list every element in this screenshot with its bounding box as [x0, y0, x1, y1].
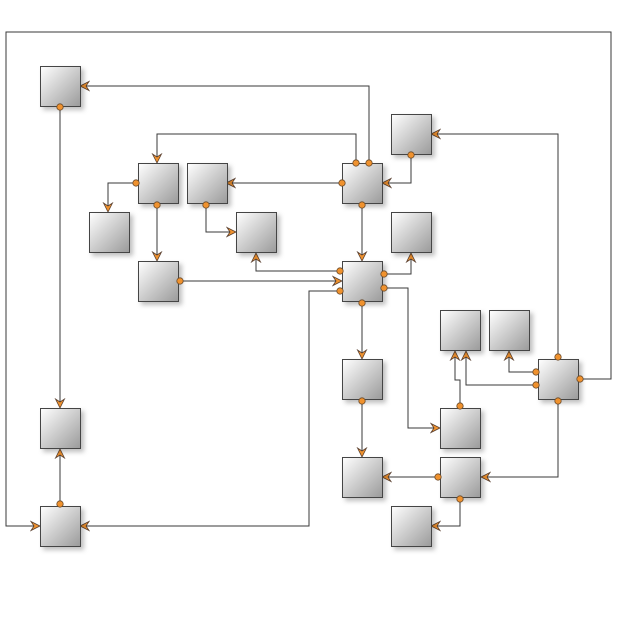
node-n3[interactable]: [187, 163, 228, 204]
port-n13[interactable]: [532, 368, 540, 376]
node-n12[interactable]: [489, 310, 530, 351]
port-n4[interactable]: [338, 179, 346, 187]
edge-n10-to-n16[interactable]: [384, 287, 440, 428]
port-n10[interactable]: [336, 287, 344, 295]
port-n10[interactable]: [336, 267, 344, 275]
port-n10[interactable]: [380, 270, 388, 278]
edge-n10-to-n19[interactable]: [80, 290, 340, 526]
port-n18[interactable]: [434, 473, 442, 481]
edge-n4-to-n2[interactable]: [157, 133, 357, 163]
port-n9[interactable]: [176, 277, 184, 285]
edge-n13-to-n11[interactable]: [466, 351, 536, 386]
edge-n10-to-n7[interactable]: [256, 253, 340, 272]
port-n2[interactable]: [132, 179, 140, 187]
edge-n5-to-n4[interactable]: [382, 155, 412, 183]
port-n1[interactable]: [56, 103, 64, 111]
node-n2[interactable]: [138, 163, 179, 204]
port-n13[interactable]: [554, 353, 562, 361]
edge-n18-to-n20[interactable]: [431, 499, 461, 526]
port-n13[interactable]: [576, 375, 584, 383]
edge-n10-to-n8[interactable]: [384, 253, 411, 275]
port-n19[interactable]: [56, 500, 64, 508]
node-n9[interactable]: [138, 261, 179, 302]
port-n4[interactable]: [352, 159, 360, 167]
port-n10[interactable]: [380, 284, 388, 292]
port-n13[interactable]: [554, 397, 562, 405]
node-n14[interactable]: [342, 359, 383, 400]
node-n11[interactable]: [440, 310, 481, 351]
node-n7[interactable]: [236, 212, 277, 253]
node-n4[interactable]: [342, 163, 383, 204]
edge-n3-to-n7[interactable]: [205, 205, 236, 232]
edge-n2-to-n6[interactable]: [108, 182, 136, 212]
node-n5[interactable]: [391, 114, 432, 155]
port-n10[interactable]: [358, 299, 366, 307]
edge-n13-to-n5[interactable]: [431, 134, 559, 357]
node-n8[interactable]: [391, 212, 432, 253]
edge-n13-to-n12[interactable]: [509, 351, 536, 373]
port-n16[interactable]: [456, 402, 464, 410]
port-n4[interactable]: [358, 201, 366, 209]
port-n14[interactable]: [358, 397, 366, 405]
edge-n16-to-n11[interactable]: [455, 351, 460, 406]
edge-n13-to-n19[interactable]: [5, 31, 612, 526]
port-n2[interactable]: [153, 201, 161, 209]
node-n19[interactable]: [40, 506, 81, 547]
edge-n13-to-n18[interactable]: [481, 401, 559, 477]
port-n13[interactable]: [532, 381, 540, 389]
node-n13[interactable]: [538, 359, 579, 400]
edge-n4-to-n1[interactable]: [80, 86, 370, 163]
port-n5[interactable]: [407, 151, 415, 159]
node-n16[interactable]: [440, 408, 481, 449]
node-n1[interactable]: [40, 66, 81, 107]
port-n4[interactable]: [365, 159, 373, 167]
node-n18[interactable]: [440, 457, 481, 498]
port-n18[interactable]: [456, 495, 464, 503]
port-n3[interactable]: [202, 201, 210, 209]
node-n20[interactable]: [391, 506, 432, 547]
node-n6[interactable]: [89, 212, 130, 253]
node-n15[interactable]: [40, 408, 81, 449]
node-n10[interactable]: [342, 261, 383, 302]
node-n17[interactable]: [342, 457, 383, 498]
